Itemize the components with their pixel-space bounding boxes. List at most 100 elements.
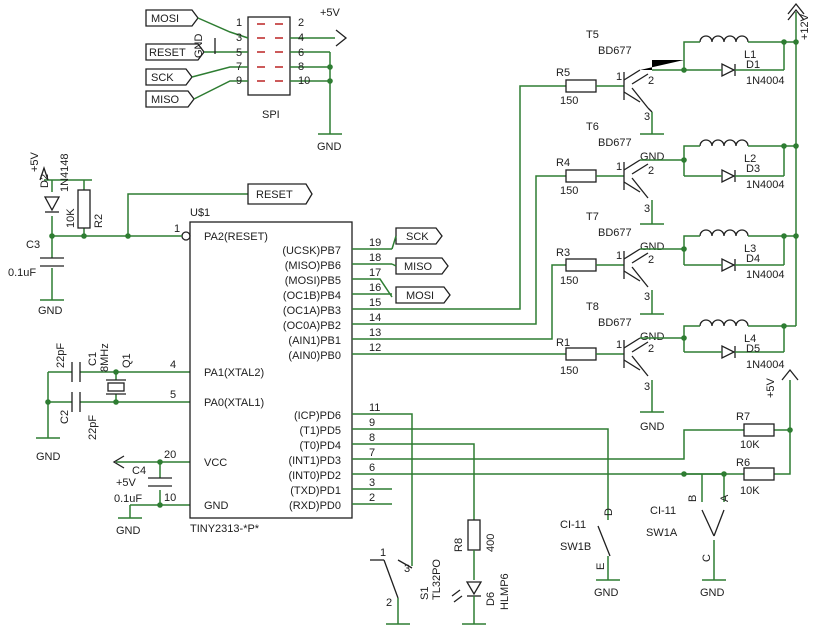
d4-ref: D4 xyxy=(746,253,760,265)
mcu-pin-label: (OC1A)PB3 xyxy=(283,305,341,317)
t6-value: BD677 xyxy=(598,137,632,149)
resistor-r7 xyxy=(743,423,775,437)
switch-pin: D xyxy=(603,508,615,516)
d1-ref: D1 xyxy=(746,59,760,71)
mcu-net-label: MOSI xyxy=(406,290,434,302)
crystal-q1 xyxy=(107,382,125,392)
transistor-pin: 2 xyxy=(648,343,654,355)
r8-ref: R8 xyxy=(453,538,465,552)
mcu-pin-num: 19 xyxy=(369,237,381,249)
driver-stage-1: R5 150 T5 BD677 L1 D1 1N4004 GND 1 2 3 xyxy=(556,29,799,163)
coil-l3 xyxy=(699,229,749,237)
mcu-pin-label: (INT1)PD3 xyxy=(288,455,341,467)
transistor-pin: 2 xyxy=(648,254,654,266)
mcu-pin-num: 16 xyxy=(369,282,381,294)
t6-ref: T6 xyxy=(586,121,599,133)
vcc-arrow xyxy=(39,165,49,181)
c3-ref: C3 xyxy=(26,239,40,251)
d5-value: 1N4004 xyxy=(746,359,785,371)
l4-ref: L4 xyxy=(744,333,756,345)
spi-gnd-label: GND xyxy=(193,34,205,59)
junction xyxy=(157,502,163,508)
t5-value: BD677 xyxy=(598,45,632,57)
mcu-pin-num: 11 xyxy=(369,402,380,414)
mcu-pin-num: 17 xyxy=(369,267,381,279)
t6-gnd: GND xyxy=(640,241,665,253)
inputs-outputs: +5V R7 10K R6 10K S1 TL32PO 1 2 3 xyxy=(370,368,799,625)
sw1a-value: CI-11 xyxy=(650,505,676,517)
r3-value: 150 xyxy=(560,275,578,287)
mcu-pin-num: 13 xyxy=(369,327,381,339)
t8-gnd: GND xyxy=(640,421,665,433)
mcu-pin-num: 3 xyxy=(369,477,375,489)
r5-value: 150 xyxy=(560,95,578,107)
mcu-pin-num: 12 xyxy=(369,342,381,354)
transistor-pin: 3 xyxy=(644,111,650,123)
vcc-arrow xyxy=(112,455,125,469)
mcu-pin-num: 6 xyxy=(369,462,375,474)
r6-value: 10K xyxy=(740,485,760,497)
mcu-pin-label: GND xyxy=(204,500,229,512)
mcu-pin-num: 1 xyxy=(174,223,180,235)
resistor-r5 xyxy=(565,79,597,93)
mcu-pin-num: 7 xyxy=(369,447,375,459)
junction xyxy=(49,233,55,239)
junction xyxy=(125,233,131,239)
coil-l2 xyxy=(699,139,749,147)
l1-ref: L1 xyxy=(744,49,756,61)
power-gnd: GND xyxy=(116,525,141,537)
switch-pin: A xyxy=(719,494,731,502)
sw1a-gnd: GND xyxy=(700,587,725,599)
spi-pin: 5 xyxy=(236,47,242,59)
crystal-gnd: GND xyxy=(36,451,61,463)
reset-gnd: GND xyxy=(38,305,63,317)
d4-value: 1N4004 xyxy=(746,269,785,281)
c1-value: 22pF xyxy=(55,343,67,368)
spi-name: SPI xyxy=(262,109,280,121)
d1-value: 1N4004 xyxy=(746,75,785,87)
mcu-pin-label: PA2(RESET) xyxy=(204,231,268,243)
junction xyxy=(81,233,87,239)
mcu-pin-num: 4 xyxy=(170,359,176,371)
crystal-circuit: 22pF C1 8MHz Q1 C2 22pF GND xyxy=(36,343,190,463)
spi-pin: 1 xyxy=(236,17,242,29)
spi-pin: 2 xyxy=(298,17,304,29)
diode-d2-value: 1N4148 xyxy=(59,153,71,192)
mcu-pin-label: (ICP)PD6 xyxy=(294,410,341,422)
spi-pin: 4 xyxy=(298,32,304,44)
t7-gnd: GND xyxy=(640,331,665,343)
net-tag-reset xyxy=(247,183,313,205)
q1-value: 8MHz xyxy=(99,343,111,372)
mcu-pin-num: 18 xyxy=(369,252,381,264)
mcu-pin-label: (UCSK)PB7 xyxy=(282,245,341,257)
switch-sw1b: CI-11 SW1B GND D E xyxy=(560,508,620,599)
t8-ref: T8 xyxy=(586,301,599,313)
junction xyxy=(327,64,333,70)
r4-ref: R4 xyxy=(556,157,570,169)
junction xyxy=(113,399,119,405)
mcu-net-label: MISO xyxy=(404,261,433,273)
resistor-r8 xyxy=(467,519,481,551)
c4-ref: C4 xyxy=(132,465,146,477)
power-circuit: C4 +5V 0.1uF GND xyxy=(112,455,190,537)
mcu-pin-num: 15 xyxy=(369,297,381,309)
diode-d2-ref: D2 xyxy=(39,174,51,188)
l3-ref: L3 xyxy=(744,243,756,255)
coil-l4 xyxy=(699,319,749,327)
mcu-tiny2313: U$1 TINY2313-*P* PA2(RESET) PA1(XTAL2) P… xyxy=(164,207,451,535)
diode-d3-symbol xyxy=(721,168,736,184)
transistor-pin: 1 xyxy=(616,161,622,173)
sw1b-ref: SW1B xyxy=(560,541,591,553)
switch-pin: B xyxy=(687,495,699,502)
spi-pin: 9 xyxy=(236,75,242,87)
r7-value: 10K xyxy=(740,439,760,451)
transistor-pin: 2 xyxy=(648,75,654,87)
mcu-value: TINY2313-*P* xyxy=(190,523,260,535)
coil-l1 xyxy=(699,35,749,43)
mcu-pin-num: 14 xyxy=(369,312,381,324)
spi-gnd: GND xyxy=(317,141,342,153)
transistor-pin: 1 xyxy=(616,250,622,262)
resistor-r2 xyxy=(77,189,91,229)
sw1b-gnd: GND xyxy=(594,587,619,599)
mcu-ref: U$1 xyxy=(190,207,210,219)
